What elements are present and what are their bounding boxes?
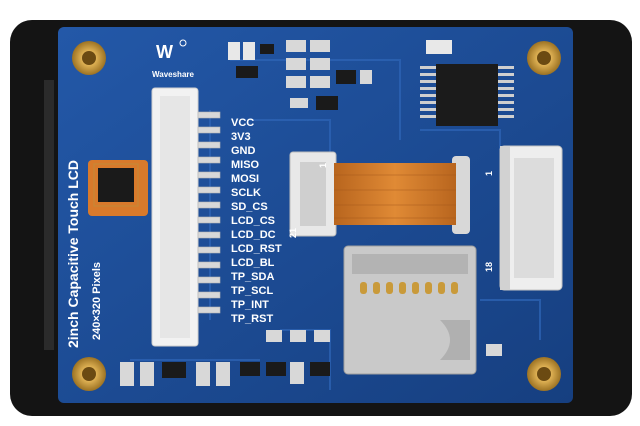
pin-label: TP_SDA <box>231 271 274 283</box>
smd-components-bottom <box>120 330 502 386</box>
connector-pin-last-label: 18 <box>484 262 494 272</box>
fpc-connector-display <box>289 151 470 237</box>
pin-label: GND <box>231 145 256 157</box>
mounting-holes <box>72 41 561 391</box>
touch-controller-chip <box>88 160 148 216</box>
fpc-pin-last-label: 1 <box>318 163 328 168</box>
board-title: 2inch Capacitive Touch LCD <box>65 160 81 348</box>
touch-fpc-connector <box>499 145 563 291</box>
smd-components-top <box>228 40 452 110</box>
header-pins <box>197 111 221 314</box>
pin-label: 3V3 <box>231 131 251 143</box>
pin-labels: VCC 3V3 GND MISO MOSI SCLK SD_CS LCD_CS … <box>231 117 282 325</box>
pin-label: TP_RST <box>231 313 273 325</box>
connector-pin-first-label: 1 <box>484 171 494 176</box>
pin-label: LCD_RST <box>231 243 282 255</box>
pin-label: LCD_CS <box>231 215 275 227</box>
micro-sd-slot <box>343 245 477 375</box>
brand-text: Waveshare <box>152 70 195 79</box>
side-edge <box>44 80 54 350</box>
pin-label: LCD_DC <box>231 229 276 241</box>
main-ic <box>420 64 514 126</box>
pin-label: LCD_BL <box>231 257 275 269</box>
pin-label: MOSI <box>231 173 259 185</box>
pin-label: VCC <box>231 117 254 129</box>
pcb-traces <box>130 59 541 390</box>
fpc-pin-first-label: 21 <box>288 228 298 238</box>
flex-ribbon-cable <box>334 163 456 225</box>
pin-label: MISO <box>231 159 260 171</box>
svg-text:W: W <box>156 42 173 62</box>
board-subtitle: 240×320 Pixels <box>91 262 103 340</box>
pin-label: SD_CS <box>231 201 268 213</box>
pin-label: TP_SCL <box>231 285 273 297</box>
pin-label: SCLK <box>231 187 261 199</box>
pin-label: TP_INT <box>231 299 269 311</box>
waveshare-logo: W <box>156 39 187 62</box>
